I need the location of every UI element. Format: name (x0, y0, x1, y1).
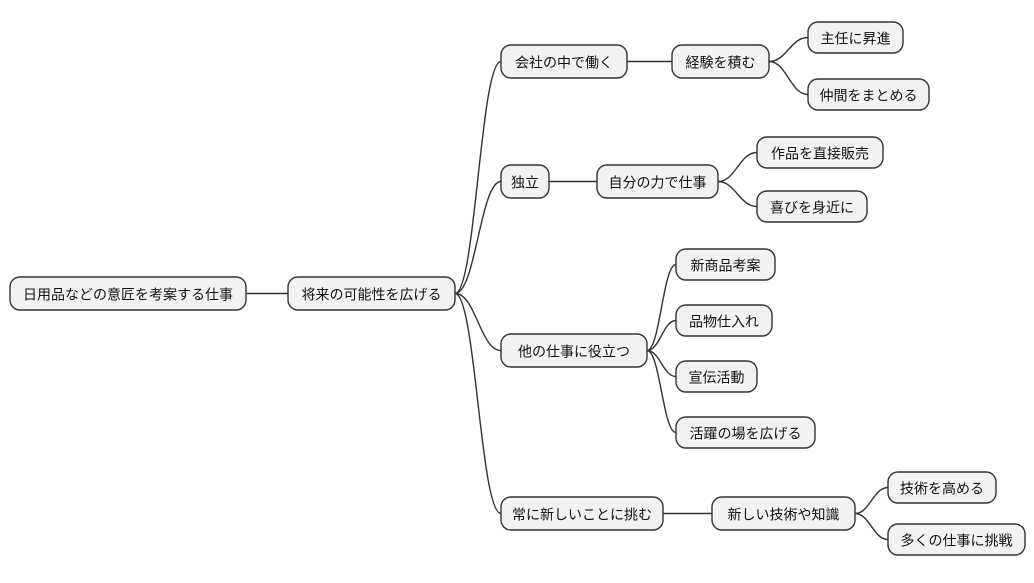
node-box (887, 471, 997, 504)
node-box (807, 78, 930, 111)
node-label: 主任に昇進 (821, 31, 891, 47)
connector-line (646, 263, 677, 352)
node-label: 会社の中で働く (515, 55, 613, 71)
node-box (500, 496, 664, 531)
node-label: 宣伝活動 (689, 370, 745, 386)
node-label: 作品を直接販売 (771, 146, 869, 162)
connector-line (646, 349, 677, 434)
node-label: 仲間をまとめる (820, 88, 918, 104)
node-label: 他の仕事に役立つ (518, 344, 630, 360)
node-box (596, 164, 719, 199)
connector-line (646, 319, 677, 352)
node-box (287, 276, 456, 311)
connector-line (717, 151, 758, 183)
connector-line (454, 292, 502, 515)
mindmap-node-sakuhin: 作品を直接販売 (756, 136, 884, 169)
mindmap-node-katsuyaku: 活躍の場を広げる (675, 416, 816, 449)
node-box (887, 523, 1026, 556)
node-label: 喜びを身近に (770, 200, 854, 216)
mindmap-node-jibun: 自分の力で仕事 (596, 164, 719, 199)
mindmap-node-tsune: 常に新しいことに挑む (500, 496, 664, 531)
mindmap-node-gijutsu: 新しい技術や知識 (711, 496, 856, 531)
node-label: 多くの仕事に挑戦 (901, 533, 1013, 549)
node-box (807, 21, 904, 54)
node-label: 独立 (511, 175, 539, 191)
node-box (756, 190, 868, 223)
mindmap-node-nakama: 仲間をまとめる (807, 78, 930, 111)
node-label: 経験を積む (686, 55, 756, 71)
node-box (671, 44, 770, 79)
node-box (675, 360, 758, 393)
node-box (675, 416, 816, 449)
node-box (711, 496, 856, 531)
mindmap-node-senden: 宣伝活動 (675, 360, 758, 393)
mindmap-node-hoka: 他の仕事に役立つ (500, 333, 648, 368)
node-label: 活躍の場を広げる (690, 426, 802, 442)
mindmap-node-company: 会社の中で働く (500, 44, 628, 79)
connector-line (768, 60, 809, 96)
node-label: 品物仕入れ (689, 314, 759, 330)
mindmap-node-hub: 将来の可能性を広げる (287, 276, 456, 311)
mindmap-node-takameru: 技術を高める (887, 471, 997, 504)
node-label: 技術を高める (900, 481, 984, 497)
connector-line (454, 292, 502, 352)
connector-line (768, 36, 809, 63)
node-box (756, 136, 884, 169)
connector-line (717, 180, 758, 208)
node-box (500, 44, 628, 79)
node-label: 常に新しいことに挑む (512, 507, 652, 523)
mindmap-node-dokuritsu: 独立 (500, 164, 550, 199)
mindmap-node-yorokobi: 喜びを身近に (756, 190, 868, 223)
node-label: 新商品考案 (691, 258, 761, 274)
connector-layer (246, 36, 889, 541)
connector-line (454, 60, 502, 295)
mindmap-node-ooku: 多くの仕事に挑戦 (887, 523, 1026, 556)
node-label: 将来の可能性を広げる (302, 287, 442, 303)
node-label: 新しい技術や知識 (728, 507, 840, 523)
node-box (9, 276, 247, 311)
node-box (675, 248, 776, 281)
connector-line (854, 486, 889, 515)
node-box (500, 164, 550, 199)
node-box (675, 304, 773, 337)
node-box (500, 333, 648, 368)
connector-line (454, 180, 502, 295)
connector-line (854, 512, 889, 541)
mindmap-node-shinamono: 品物仕入れ (675, 304, 773, 337)
node-layer: 日用品などの意匠を考案する仕事 将来の可能性を広げる 会社の中で働く 経験を積む 主任に… (9, 21, 1026, 556)
mindmap-node-keiken: 経験を積む (671, 44, 770, 79)
node-label: 日用品などの意匠を考案する仕事 (23, 287, 233, 303)
mindmap-node-shunin: 主任に昇進 (807, 21, 904, 54)
mindmap-node-root: 日用品などの意匠を考案する仕事 (9, 276, 247, 311)
node-label: 自分の力で仕事 (609, 175, 707, 191)
mindmap-node-shinshohin: 新商品考案 (675, 248, 776, 281)
